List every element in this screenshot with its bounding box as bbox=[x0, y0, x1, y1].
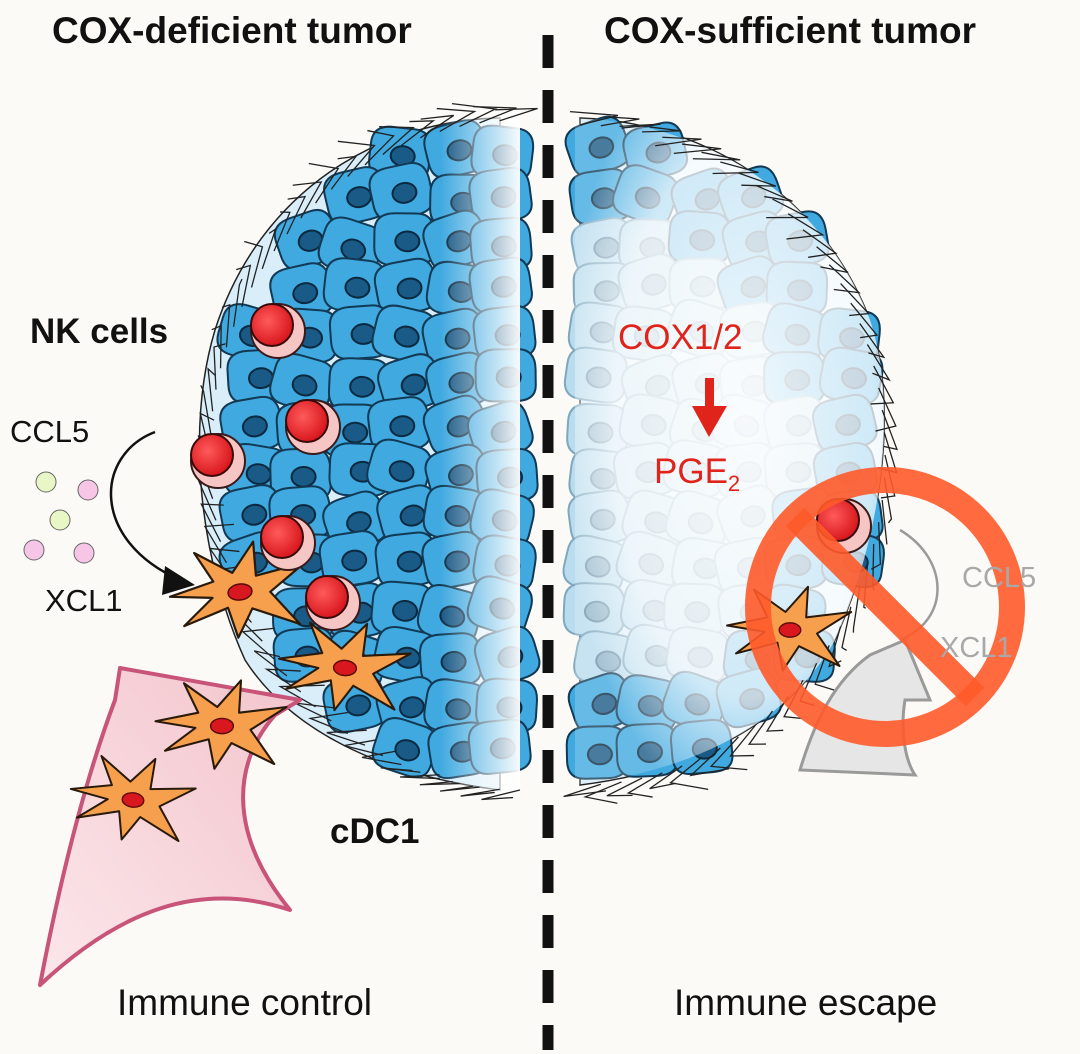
tumor-cell bbox=[366, 438, 432, 499]
tumor-cell bbox=[373, 212, 436, 267]
left-fade-overlay bbox=[440, 110, 520, 800]
down-arrow-icon bbox=[692, 378, 727, 437]
cox-label: COX1/2 bbox=[618, 318, 743, 357]
pge-subscript: 2 bbox=[727, 471, 741, 496]
faded-xcl1-label: XCL1 bbox=[940, 632, 1013, 664]
right-panel-title: COX-sufficient tumor bbox=[604, 10, 977, 51]
nk-cell bbox=[285, 399, 341, 455]
left-outcome-label: Immune control bbox=[117, 982, 372, 1023]
tumor-cell bbox=[322, 257, 387, 314]
cdc1-cell bbox=[277, 621, 412, 712]
prohibited-icon bbox=[745, 467, 1025, 747]
tumor-cell bbox=[318, 530, 384, 588]
nk-cell bbox=[250, 303, 306, 359]
curved-arrow-icon bbox=[109, 430, 181, 582]
nk-cell bbox=[260, 515, 316, 571]
pge-text: PGE bbox=[654, 452, 728, 491]
arrow-head-icon bbox=[162, 566, 195, 595]
xcl1-label: XCL1 bbox=[45, 583, 123, 618]
nk-cell bbox=[305, 575, 361, 631]
pge-label: PGE2 bbox=[654, 452, 740, 497]
tumor-cell bbox=[219, 395, 285, 455]
chemokine-dots bbox=[23, 471, 99, 564]
tumor-cell bbox=[371, 304, 437, 364]
cdc1-label: cDC1 bbox=[330, 812, 420, 851]
ccl5-label: CCL5 bbox=[10, 414, 90, 449]
tumor-cell bbox=[373, 257, 439, 317]
left-panel-title: COX-deficient tumor bbox=[52, 10, 412, 51]
cdc1-cell bbox=[154, 679, 288, 770]
nk-cells bbox=[190, 303, 361, 631]
tumor-cell bbox=[367, 396, 432, 454]
cdc1-cell bbox=[168, 540, 306, 639]
nk-cell bbox=[190, 433, 246, 489]
right-outcome-label: Immune escape bbox=[674, 982, 938, 1023]
nk-cells-label: NK cells bbox=[30, 312, 169, 351]
cdc1-cells bbox=[69, 540, 412, 842]
cdc1-cell bbox=[69, 754, 197, 842]
faded-ccl5-label: CCL5 bbox=[962, 562, 1037, 594]
